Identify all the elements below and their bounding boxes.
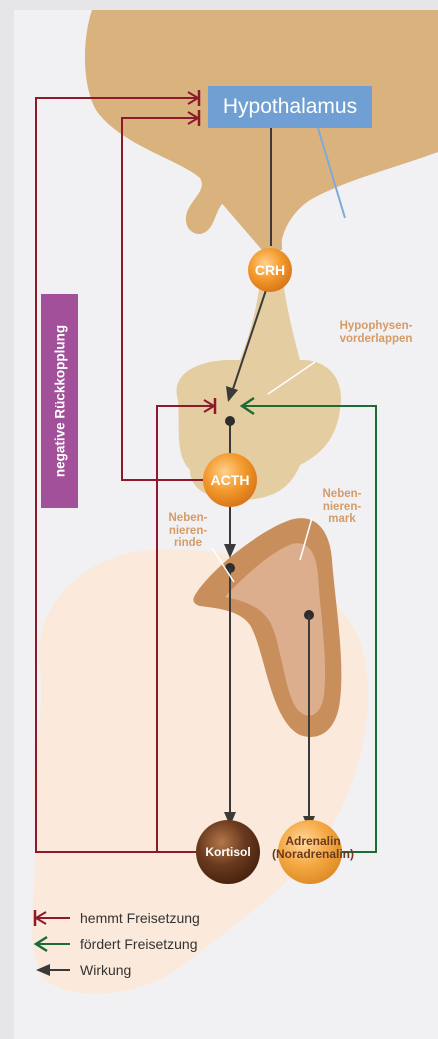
- legend-effect-text: Wirkung: [80, 962, 131, 978]
- nebennierenmark-label: Neben- nieren- mark: [312, 488, 372, 526]
- adrenalin-label: Adrenalin (Noradrenalin): [268, 835, 358, 861]
- negative-feedback-box: negative Rückkopplung: [41, 294, 78, 508]
- nebennierenrinde-label: Neben- nieren- rinde: [158, 512, 218, 550]
- hypophysen-label: Hypophysen- vorderlappen: [326, 320, 426, 345]
- legend-inhibit-text: hemmt Freisetzung: [80, 910, 200, 926]
- kortisol-label: Kortisol: [196, 843, 260, 861]
- hypothalamus-label: Hypothalamus: [223, 95, 357, 119]
- pituitary-target-dot: [225, 416, 235, 426]
- crh-label: CRH: [248, 260, 292, 280]
- legend-promote-text: fördert Freisetzung: [80, 936, 198, 952]
- acth-label: ACTH: [203, 470, 257, 490]
- negative-feedback-label: negative Rückkopplung: [52, 325, 67, 477]
- hypothalamus-box: Hypothalamus: [208, 86, 372, 128]
